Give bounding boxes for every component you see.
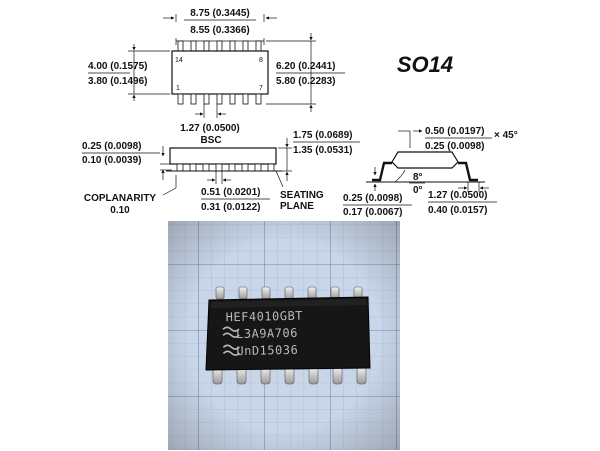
side-view-body	[169, 147, 277, 165]
end-view: 0.50 (0.0197) 0.25 (0.0098) × 45° 8° 0° …	[343, 126, 518, 218]
chamfer-angle-label: × 45°	[494, 130, 518, 141]
pin-7-label: 7	[259, 85, 263, 92]
top-pin-row	[177, 40, 262, 52]
chamfer-max-label: 0.50 (0.0197)	[425, 126, 485, 137]
standoff-max-label: 0.25 (0.0098)	[82, 141, 142, 152]
manufacturer-logo	[222, 326, 241, 356]
top-view-body	[171, 50, 269, 95]
side-view-leads	[176, 163, 275, 172]
chip-marking-line3: UnD15036	[236, 343, 298, 358]
plane-label: PLANE	[280, 201, 314, 212]
chip-photo: HEF4010GBT L3A9A706 UnD15036	[168, 221, 400, 450]
lead-width-max-label: 0.51 (0.0201)	[201, 187, 261, 198]
lead-thickness-min-label: 0.17 (0.0067)	[343, 207, 403, 218]
angle-max-label: 8°	[413, 172, 423, 183]
length-max-label: 8.75 (0.3445)	[190, 8, 250, 19]
top-view: 8.75 (0.3445) 8.55 (0.3366) 14 8 1 7	[88, 8, 345, 146]
height-min-label: 1.35 (0.0531)	[293, 145, 353, 156]
standoff-min-label: 0.10 (0.0039)	[82, 155, 142, 166]
height-max-label: 1.75 (0.0689)	[293, 130, 353, 141]
photo-top-leads	[215, 286, 363, 300]
angle-min-label: 0°	[413, 185, 423, 196]
total-width-min-label: 5.80 (0.2283)	[276, 76, 336, 87]
end-view-body	[391, 151, 459, 169]
total-width-max-label: 6.20 (0.2441)	[276, 61, 336, 72]
photo-bottom-leads	[212, 366, 367, 385]
bottom-pin-row	[177, 93, 262, 105]
body-width-max-label: 4.00 (0.1575)	[88, 61, 148, 72]
coplanarity-label: COPLANARITY	[84, 193, 157, 204]
coplanarity-value: 0.10	[110, 205, 130, 216]
lead-width-min-label: 0.31 (0.0122)	[201, 202, 261, 213]
length-min-label: 8.55 (0.3366)	[190, 25, 250, 36]
pitch-note: BSC	[200, 135, 221, 146]
foot-length-min-label: 0.40 (0.0157)	[428, 205, 488, 216]
pin-14-label: 14	[175, 57, 183, 64]
seating-label: SEATING	[280, 190, 324, 201]
chip-marking-line2: L3A9A706	[236, 326, 298, 341]
pin-1-label: 1	[176, 85, 180, 92]
photo-chip-body	[205, 296, 371, 371]
package-title: SO14	[397, 52, 453, 77]
side-view: 0.25 (0.0098) 0.10 (0.0039) 1.75 (0.0689…	[82, 130, 360, 216]
chamfer-min-label: 0.25 (0.0098)	[425, 141, 485, 152]
pitch-label: 1.27 (0.0500)	[180, 123, 240, 134]
end-view-lead	[372, 161, 478, 182]
body-width-min-label: 3.80 (0.1496)	[88, 76, 148, 87]
pin-8-label: 8	[259, 57, 263, 64]
chip-marking-line1: HEF4010GBT	[226, 309, 304, 325]
foot-length-max-label: 1.27 (0.0500)	[428, 190, 488, 201]
lead-thickness-max-label: 0.25 (0.0098)	[343, 193, 403, 204]
